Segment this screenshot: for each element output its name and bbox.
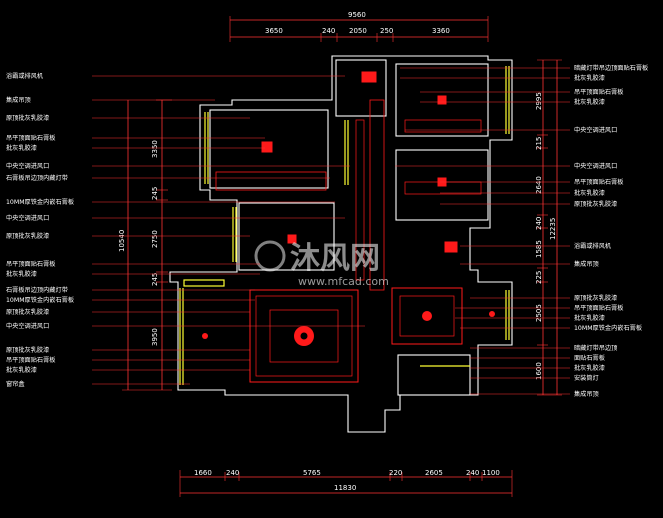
windows [179, 66, 510, 385]
bath-fan-icon [361, 71, 377, 83]
dining-ceiling-outer [391, 287, 463, 345]
bottom-dim-seg-1: 1660 [194, 469, 212, 477]
right-label: 批灰乳胶漆 [574, 364, 605, 372]
left-dim-seg-1: 3350 [151, 140, 159, 158]
left-label: 中央空调进风口 [6, 162, 49, 170]
right-dim-seg-1: 2995 [535, 92, 543, 110]
right-label: 中央空调进风口 [574, 162, 617, 170]
middle-left-room [238, 202, 335, 271]
right-label: 集成吊顶 [574, 260, 599, 268]
left-label: 窗帘盒 [6, 380, 25, 388]
left-total-dim: 10540 [118, 230, 126, 252]
left-label: 浴霸或排风机 [6, 72, 44, 80]
right-label: 吊平顶面贴石膏板 [574, 88, 624, 96]
room-light-1 [261, 141, 273, 153]
bathroom-bottom [397, 354, 471, 396]
right-label: 原顶批灰乳胶漆 [574, 200, 617, 208]
top-dimension-chain: 9560 3650 240 2050 250 3360 [229, 11, 489, 42]
right-label: 中央空调进风口 [574, 126, 617, 134]
left-label: 中央空调进风口 [6, 214, 49, 222]
room-light-3 [437, 95, 447, 105]
left-label: 中央空调进风口 [6, 322, 49, 330]
right-label: 批灰乳胶漆 [574, 98, 605, 106]
left-dim-seg-5: 3950 [151, 328, 159, 346]
bathroom-top [335, 59, 387, 117]
right-dim-seg-5: 1585 [535, 240, 543, 258]
left-label: 石膏板吊边顶内藏灯带 [6, 286, 68, 294]
left-label: 原顶批灰乳胶漆 [6, 346, 49, 354]
right-total-dim: 12235 [549, 218, 557, 240]
floor-plan-walls [169, 55, 513, 433]
right-label: 浴霸或排风机 [574, 242, 612, 250]
right-label: 暗藏灯带吊边顶 [574, 344, 617, 352]
top-dim-seg-3: 2050 [349, 27, 367, 35]
ceiling-details [202, 71, 495, 383]
upper-right-room [395, 63, 489, 137]
left-label: 10MM厚铁金内嵌石膏板 [6, 198, 74, 206]
left-label: 吊平顶面贴石膏板 [6, 134, 56, 142]
left-label: 原顶批灰乳胶漆 [6, 232, 49, 240]
bottom-dim-seg-6: 240 [466, 469, 479, 477]
upper-left-room [209, 109, 329, 189]
living-ceiling-outer [249, 289, 359, 383]
top-dim-seg-1: 3650 [265, 27, 283, 35]
left-label: 集成吊顶 [6, 96, 31, 104]
top-total-dim: 9560 [348, 11, 366, 19]
bottom-dimension-chain: 1660 240 5765 220 2605 240 1100 11830 [179, 469, 513, 497]
right-label: 暗藏灯带吊边顶面贴石膏板 [574, 64, 648, 72]
bottom-dim-seg-2: 240 [226, 469, 239, 477]
corridor-ceiling [369, 99, 385, 291]
right-mid-room [395, 149, 489, 221]
right-dim-seg-8: 1600 [535, 362, 543, 380]
right-label: 吊平顶面贴石膏板 [574, 304, 624, 312]
bottom-dim-seg-4: 220 [389, 469, 402, 477]
top-dim-seg-2: 240 [322, 27, 335, 35]
kitchen-fan-icon [444, 241, 458, 253]
room-light-4 [287, 234, 297, 244]
right-dim-seg-2: 215 [535, 137, 543, 150]
right-label: 吊平顶面贴石膏板 [574, 178, 624, 186]
left-dim-seg-3: 2750 [151, 230, 159, 248]
right-dim-seg-4: 240 [535, 217, 543, 230]
right-labels: 暗藏灯带吊边顶面贴石膏板批灰乳胶漆吊平顶面贴石膏板批灰乳胶漆中央空调进风口中央空… [395, 64, 648, 398]
right-dim-seg-3: 2640 [535, 176, 543, 194]
left-label: 吊平顶面贴石膏板 [6, 260, 56, 268]
top-dim-seg-5: 3360 [432, 27, 450, 35]
left-label: 批灰乳胶漆 [6, 144, 37, 152]
right-label: 批灰乳胶漆 [574, 314, 605, 322]
left-label: 批灰乳胶漆 [6, 270, 37, 278]
left-label: 原顶批灰乳胶漆 [6, 114, 49, 122]
left-label: 批灰乳胶漆 [6, 366, 37, 374]
bottom-dim-seg-5: 2605 [425, 469, 443, 477]
right-dim-seg-6: 225 [535, 271, 543, 284]
left-label: 石膏板吊边顶内藏灯带 [6, 174, 68, 182]
left-label: 吊平顶面贴石膏板 [6, 356, 56, 364]
left-labels: 浴霸或排风机集成吊顶原顶批灰乳胶漆吊平顶面贴石膏板批灰乳胶漆中央空调进风口石膏板… [6, 72, 365, 388]
right-label: 集成吊顶 [574, 390, 599, 398]
left-label: 原顶批灰乳胶漆 [6, 308, 49, 316]
right-label: 安装筒灯 [574, 374, 599, 382]
watermark-brand: 沐风网 [290, 241, 380, 276]
dining-lamp-icon [422, 311, 432, 321]
left-dim-seg-2: 245 [151, 187, 159, 200]
bottom-dim-seg-3: 5765 [303, 469, 321, 477]
watermark: 沐风网 www.mfcad.com [254, 240, 389, 288]
bottom-total-dim: 11830 [334, 484, 356, 492]
right-label: 批灰乳胶漆 [574, 189, 605, 197]
top-dim-seg-4: 250 [380, 27, 393, 35]
right-label: 批灰乳胶漆 [574, 74, 605, 82]
watermark-url: www.mfcad.com [298, 275, 389, 288]
right-label: 10MM厚铁金内嵌石膏板 [574, 324, 642, 332]
right-dimension-chain: 2995 215 2640 240 1585 225 2505 1600 122… [535, 59, 562, 396]
right-label: 面贴石膏板 [574, 354, 605, 362]
bottom-dim-seg-7: 1100 [482, 469, 500, 477]
right-dim-seg-7: 2505 [535, 304, 543, 322]
left-dim-seg-4: 245 [151, 273, 159, 286]
left-label: 10MM厚铁金内嵌石膏板 [6, 296, 74, 304]
right-label: 原顶批灰乳胶漆 [574, 294, 617, 302]
left-dimension-chain: 3350 245 2750 245 3950 10540 [118, 99, 172, 391]
